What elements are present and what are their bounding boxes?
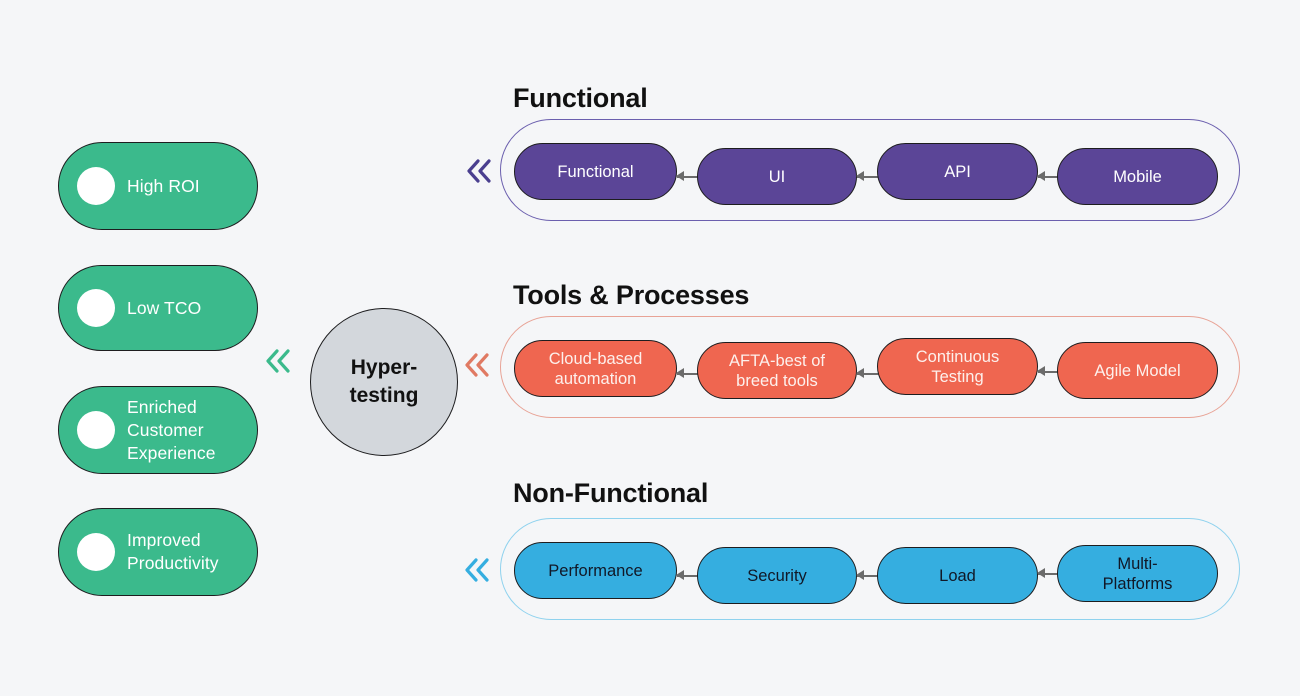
benefit-label: Low TCO	[127, 297, 202, 318]
node-agile-model[interactable]: Agile Model	[1057, 342, 1218, 399]
node-cloud-based-automation[interactable]: Cloud-based automation	[514, 340, 677, 397]
node-ui[interactable]: UI	[697, 148, 857, 205]
node-continuous-testing[interactable]: Continuous Testing	[877, 338, 1038, 395]
connector-line	[1038, 371, 1058, 373]
section-container-non-functional	[500, 518, 1240, 620]
arrow-head-icon	[676, 171, 684, 181]
connector-line	[677, 575, 699, 577]
benefit-pill-improved-productivity[interactable]: Improved Productivity	[58, 508, 258, 596]
arrow-head-icon	[1037, 171, 1045, 181]
node-functional[interactable]: Functional	[514, 143, 677, 200]
benefit-label: Enriched Customer Experience	[127, 396, 216, 463]
node-load[interactable]: Load	[877, 547, 1038, 604]
node-mobile[interactable]: Mobile	[1057, 148, 1218, 205]
hub-circle-hyper-testing[interactable]: Hyper- testing	[310, 308, 458, 456]
benefit-pill-high-roi[interactable]: High ROI	[58, 142, 258, 230]
benefit-label: High ROI	[127, 175, 200, 196]
double-chevron-left-icon-functional	[462, 154, 496, 188]
connector-line	[1038, 176, 1058, 178]
bullet-dot-icon	[77, 411, 115, 449]
benefit-pill-enriched-customer-experience[interactable]: Enriched Customer Experience	[58, 386, 258, 474]
section-title-functional: Functional	[513, 83, 648, 113]
arrow-head-icon	[676, 368, 684, 378]
bullet-dot-icon	[77, 289, 115, 327]
arrow-head-icon	[856, 570, 864, 580]
connector-line	[857, 575, 878, 577]
arrow-head-icon	[1037, 568, 1045, 578]
node-security[interactable]: Security	[697, 547, 857, 604]
connector-line	[857, 373, 878, 375]
arrow-head-icon	[856, 368, 864, 378]
section-title-tools-processes: Tools & Processes	[513, 280, 750, 310]
node-performance[interactable]: Performance	[514, 542, 677, 599]
section-container-tools-processes	[500, 316, 1240, 418]
benefit-pill-low-tco[interactable]: Low TCO	[58, 265, 258, 351]
bullet-dot-icon	[77, 167, 115, 205]
connector-line	[677, 176, 699, 178]
hub-label: Hyper- testing	[349, 356, 419, 407]
double-chevron-left-icon-non-functional	[460, 553, 494, 587]
arrow-head-icon	[856, 171, 864, 181]
connector-line	[857, 176, 878, 178]
double-chevron-left-icon-tools-processes	[460, 348, 494, 382]
arrow-head-icon	[676, 570, 684, 580]
node-multi-platforms[interactable]: Multi- Platforms	[1057, 545, 1218, 602]
double-chevron-left-icon-hub	[261, 344, 295, 378]
connector-line	[1038, 573, 1058, 575]
benefit-label: Improved Productivity	[127, 530, 219, 573]
section-title-non-functional: Non-Functional	[513, 478, 709, 508]
node-api[interactable]: API	[877, 143, 1038, 200]
section-container-functional	[500, 119, 1240, 221]
arrow-head-icon	[1037, 366, 1045, 376]
node-afta-best-of-breed-tools[interactable]: AFTA-best of breed tools	[697, 342, 857, 399]
connector-line	[677, 373, 699, 375]
bullet-dot-icon	[77, 533, 115, 571]
